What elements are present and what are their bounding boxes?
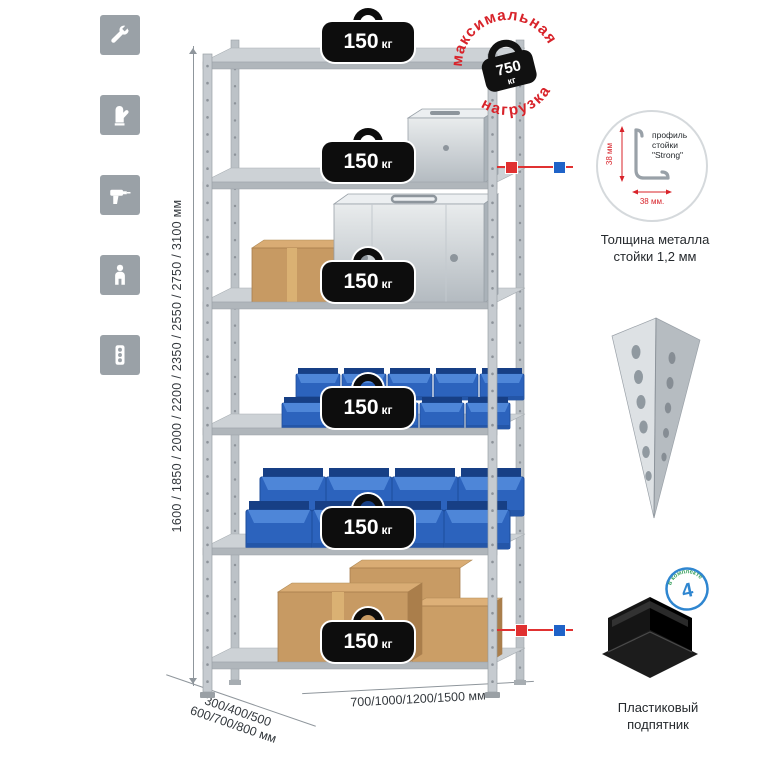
profile-label-1: профиль <box>652 130 688 140</box>
badge-value: 4 <box>680 579 696 603</box>
feature-tile-person <box>100 255 140 295</box>
leader-line-bottom <box>497 629 573 631</box>
foot-caption: Пластиковый подпятник <box>588 700 728 734</box>
weight-handle-icon <box>353 608 383 624</box>
drill-icon <box>110 189 131 204</box>
weight-handle-icon <box>353 248 383 264</box>
shelf-load-unit: кг <box>381 637 393 651</box>
power-strip-icon <box>115 345 125 365</box>
cardboard-box-shelf3 <box>251 239 347 304</box>
shelf-load-unit: кг <box>381 277 393 291</box>
profile-caption-line2: стойки 1,2 мм <box>613 248 697 264</box>
weight-handle-icon <box>353 494 383 510</box>
marker-blue-bottom <box>553 624 566 637</box>
shelf-load-unit: кг <box>381 523 393 537</box>
shelf-load-unit: кг <box>381 157 393 171</box>
stamp-unit: кг <box>506 75 517 87</box>
foot-caption-line1: Пластиковый <box>617 700 699 715</box>
weight-handle-icon <box>353 8 383 24</box>
rack-front-posts <box>200 53 500 698</box>
profile-dim-horizontal: 38 мм. <box>640 197 664 206</box>
shelf-load-value: 150 <box>343 30 379 53</box>
marker-blue-top <box>553 161 566 174</box>
stamp-weight-handle-icon <box>488 39 523 64</box>
height-dimension-line <box>189 46 197 686</box>
feature-tile-power <box>100 335 140 375</box>
profile-label-2: стойки <box>652 140 678 150</box>
profile-caption-line1: Толщина металла <box>600 232 710 247</box>
stamp-weight-body-icon <box>481 49 537 92</box>
angle-post-illustration <box>611 317 701 519</box>
feature-tile-gloves <box>100 95 140 135</box>
shelf-load-value: 150 <box>343 630 379 653</box>
plastic-foot-illustration <box>602 597 698 678</box>
profile-detail-circle: 38 мм 38 мм. профиль стойки "Strong" <box>596 110 708 222</box>
wrench-icon <box>111 25 129 43</box>
shelf-load-value: 150 <box>343 150 379 173</box>
feature-tile-drill <box>100 175 140 215</box>
feature-tile-assembly <box>100 15 140 55</box>
foot-caption-line2: подпятник <box>627 716 689 732</box>
profile-label-3: "Strong" <box>652 150 683 160</box>
person-icon <box>115 264 125 285</box>
weight-handle-icon <box>353 128 383 144</box>
shelf-load-unit: кг <box>381 37 393 51</box>
stamp-value: 750 <box>494 57 522 80</box>
shelf-load-value: 150 <box>343 396 379 419</box>
profile-caption: Толщина металла стойки 1,2 мм <box>585 232 725 266</box>
shelf-load-value: 150 <box>343 270 379 293</box>
profile-dim-vertical: 38 мм <box>605 143 614 165</box>
max-load-stamp: максимальная нагрузка 750 кг <box>438 0 562 127</box>
marker-red-bottom <box>515 624 528 637</box>
shelf-load-unit: кг <box>381 403 393 417</box>
profile-detail-drawing: 38 мм 38 мм. профиль стойки "Strong" <box>605 126 688 206</box>
profile-angle-icon <box>634 128 670 180</box>
shelf-load-value: 150 <box>343 516 379 539</box>
weight-handle-icon <box>353 374 383 390</box>
leader-line-top <box>497 166 573 168</box>
rack-back-posts <box>229 39 526 685</box>
quantity-badge: в комплекте 4 <box>665 566 709 611</box>
gloves-icon <box>114 106 129 126</box>
marker-red-top <box>505 161 518 174</box>
